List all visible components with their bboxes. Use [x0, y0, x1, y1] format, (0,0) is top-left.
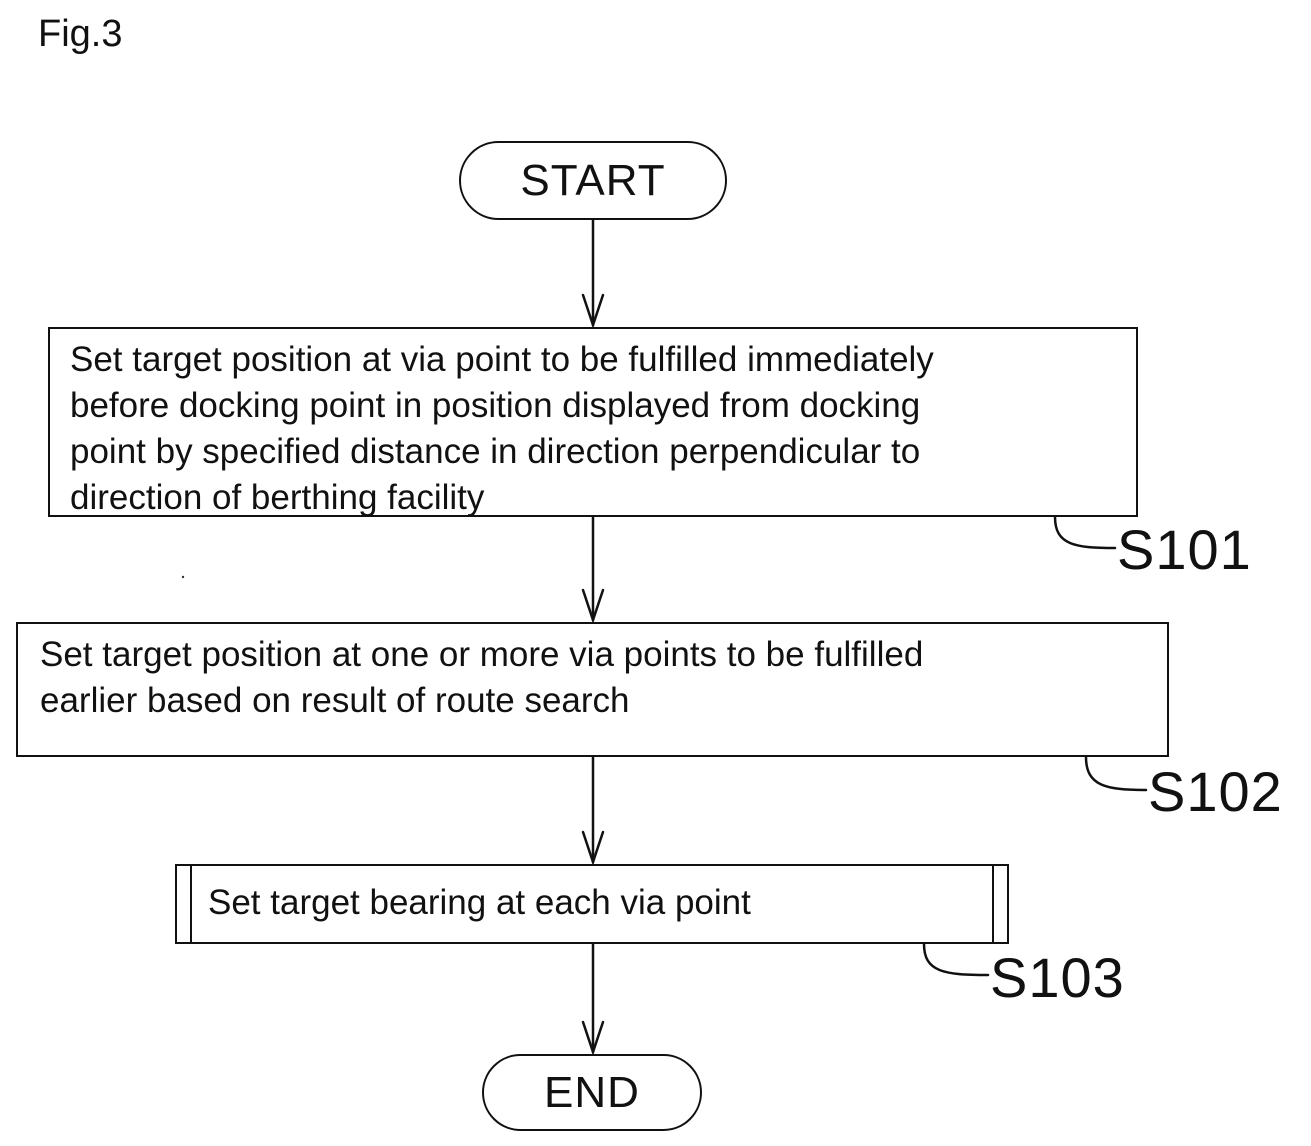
step-s102-line-2: earlier based on result of route search — [40, 678, 1167, 724]
step-s101-box: Set target position at via point to be f… — [48, 327, 1138, 517]
step-s102-label: S102 — [1148, 762, 1283, 822]
step-s101-line-2: before docking point in position display… — [70, 383, 1136, 429]
step-s103-label: S103 — [990, 948, 1125, 1008]
step-s101-line-3: point by specified distance in direction… — [70, 429, 1136, 475]
end-terminal: END — [482, 1054, 702, 1131]
leader-s102 — [1086, 757, 1146, 790]
step-s101-line-4: direction of berthing facility — [70, 475, 1136, 521]
step-s103-line-1: Set target bearing at each via point — [208, 880, 1007, 926]
start-terminal: START — [459, 141, 727, 220]
step-s103-box: Set target bearing at each via point — [175, 864, 1009, 944]
step-s101-label: S101 — [1117, 520, 1252, 580]
leader-s101 — [1055, 517, 1115, 548]
start-label: START — [520, 156, 665, 206]
step-s102-box: Set target position at one or more via p… — [16, 622, 1169, 757]
stray-dot — [182, 576, 184, 578]
step-s102-line-1: Set target position at one or more via p… — [40, 632, 1167, 678]
predefined-process-right-bar — [992, 866, 994, 942]
end-label: END — [544, 1068, 640, 1118]
predefined-process-left-bar — [190, 866, 192, 942]
step-s101-line-1: Set target position at via point to be f… — [70, 337, 1136, 383]
leader-s103 — [924, 944, 988, 975]
